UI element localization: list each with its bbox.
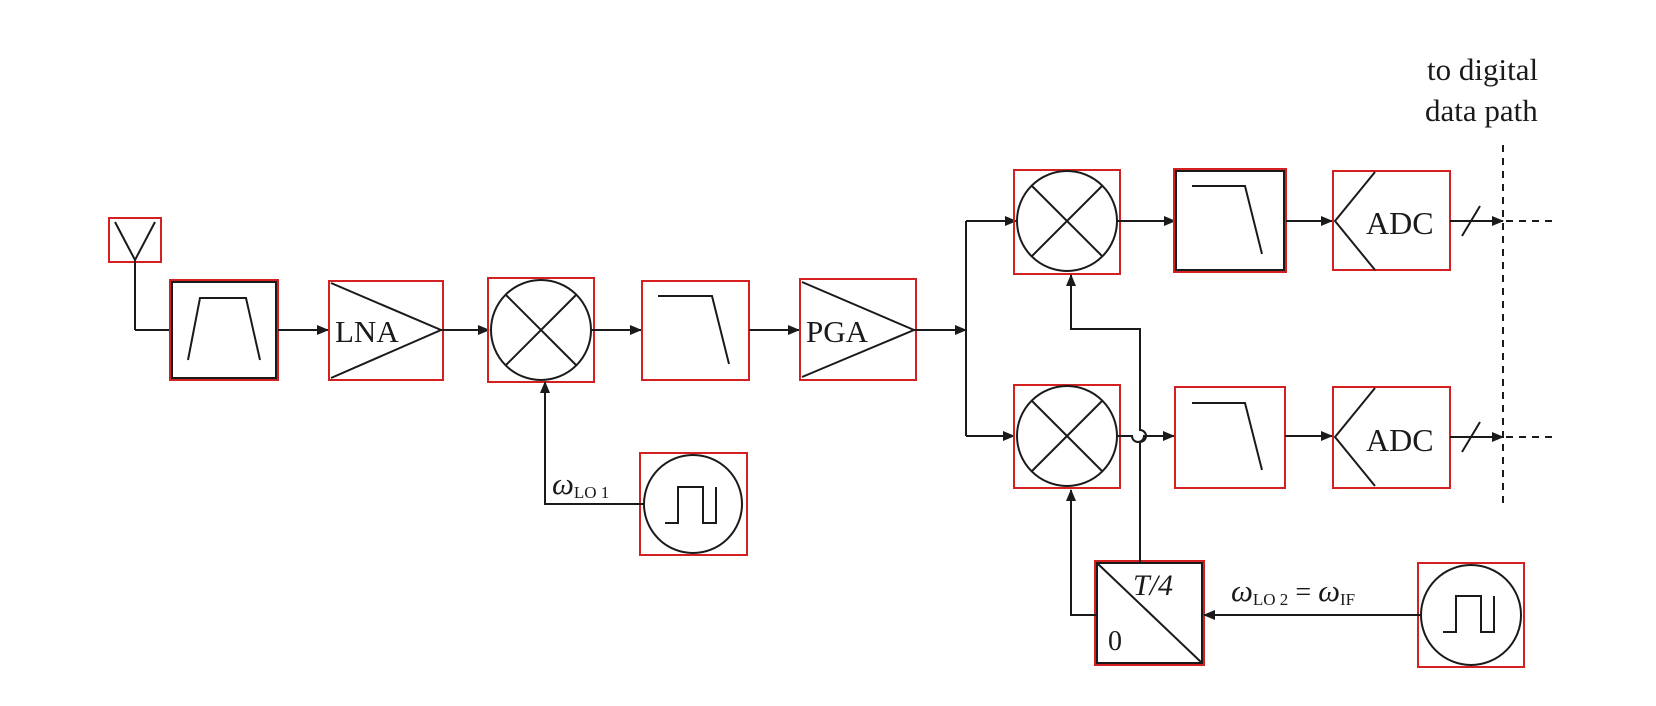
lowpass-icon (1192, 402, 1263, 471)
lna-amplifier: LNA (328, 280, 444, 381)
bandpass-filter (169, 279, 279, 381)
if-subscript: IF (1340, 590, 1355, 609)
pga-label: PGA (806, 314, 869, 349)
wire-phaseT4-mixer-i (1066, 274, 1147, 563)
mixer-i (1013, 169, 1121, 275)
bus-slash-icon (1461, 205, 1481, 237)
lo2-equals: = (1288, 577, 1318, 608)
adc-q: ADC (1332, 386, 1451, 489)
bus-slash-icon (1461, 421, 1481, 453)
lo2-oscillator (1417, 562, 1525, 668)
lo1-subscript: LO 1 (574, 483, 609, 502)
lo2-label: ωLO 2 = ωIF (1231, 573, 1355, 609)
phase-bottom-label: 0 (1108, 626, 1122, 657)
mixer-cross-icon (505, 294, 577, 366)
lowpass-filter-i (1173, 168, 1287, 273)
adc-i: ADC (1332, 170, 1451, 271)
phase-diagonal (1096, 562, 1203, 664)
output-label-line2: data path (1425, 93, 1538, 128)
wire-mixer-q-lpf (1117, 431, 1175, 443)
adc-chevron-icon (1333, 387, 1376, 487)
phase-shifter: T/4 0 (1094, 560, 1205, 666)
lo1-oscillator (639, 452, 748, 556)
mixer-q (1013, 384, 1121, 489)
phase-top-label: T/4 (1133, 569, 1173, 602)
square-wave-icon (1443, 595, 1495, 633)
mixer-cross-icon (1031, 185, 1103, 257)
adc-i-label: ADC (1366, 205, 1434, 241)
adc-q-label: ADC (1366, 422, 1434, 458)
if-omega: ω (1318, 573, 1340, 608)
adc-chevron-icon (1333, 171, 1376, 271)
output-label-line1: to digital (1427, 52, 1538, 87)
lo1-omega: ω (552, 466, 574, 501)
lowpass-filter-1 (641, 280, 750, 381)
bandpass-icon (187, 297, 261, 361)
lna-label: LNA (335, 314, 399, 349)
lo1-label: ωLO 1 (552, 466, 609, 502)
wire-lo1-mixer1 (540, 381, 644, 505)
phase-top-text: T/4 (1133, 569, 1173, 602)
antenna-icon (108, 217, 162, 330)
lo2-subscript: LO 2 (1253, 590, 1288, 609)
pga-amplifier: PGA (799, 278, 917, 381)
mixer-cross-icon (1031, 400, 1103, 472)
wire-phase0-mixer-q (1066, 489, 1097, 616)
lowpass-icon (658, 295, 730, 365)
square-wave-icon (665, 486, 717, 524)
lowpass-icon (1192, 185, 1263, 255)
lowpass-filter-q (1174, 386, 1286, 489)
lo2-omega: ω (1231, 573, 1253, 608)
mixer-1 (487, 277, 595, 383)
